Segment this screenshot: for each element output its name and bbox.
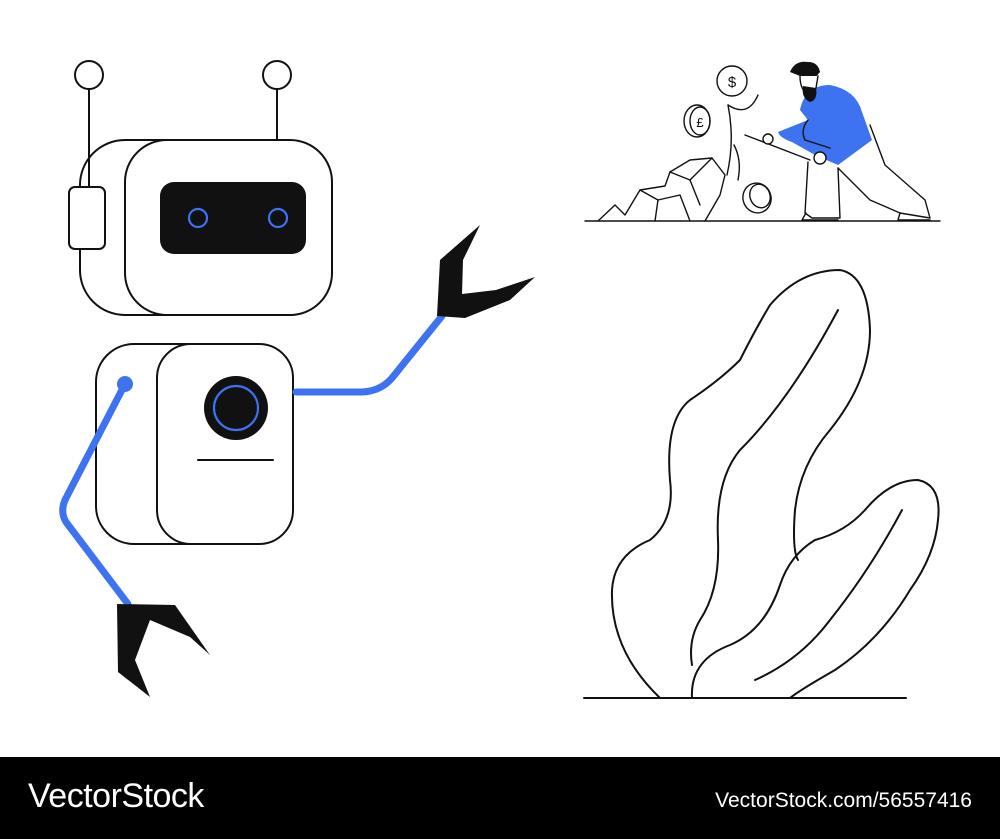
miner-man [762,61,931,221]
watermark-footer: VectorStock VectorStock.com/56557416 [0,757,1000,839]
robot-antennas [74,60,292,191]
robot-left-eye [187,207,209,229]
illustration-canvas: $ £ [59,60,941,699]
pickaxe [726,94,811,181]
vectorstock-logo: VectorStock [28,777,204,815]
rock-pile [597,157,726,222]
dollar-coin-symbol: $ [728,74,737,91]
robot-right-claw [437,225,535,318]
robot-left-claw [117,604,210,697]
robot-left-arm [59,376,210,697]
image-id-text: VectorStock.com/56557416 [715,789,972,812]
robot-body [95,343,294,545]
mining-scene: $ £ [584,61,941,222]
robot-right-eye [267,207,289,229]
plant [583,269,940,699]
robot-head [68,139,333,316]
coins: $ £ [683,65,772,214]
robot-right-arm [292,225,535,396]
pound-coin-symbol: £ [696,115,704,130]
robot [59,60,535,697]
